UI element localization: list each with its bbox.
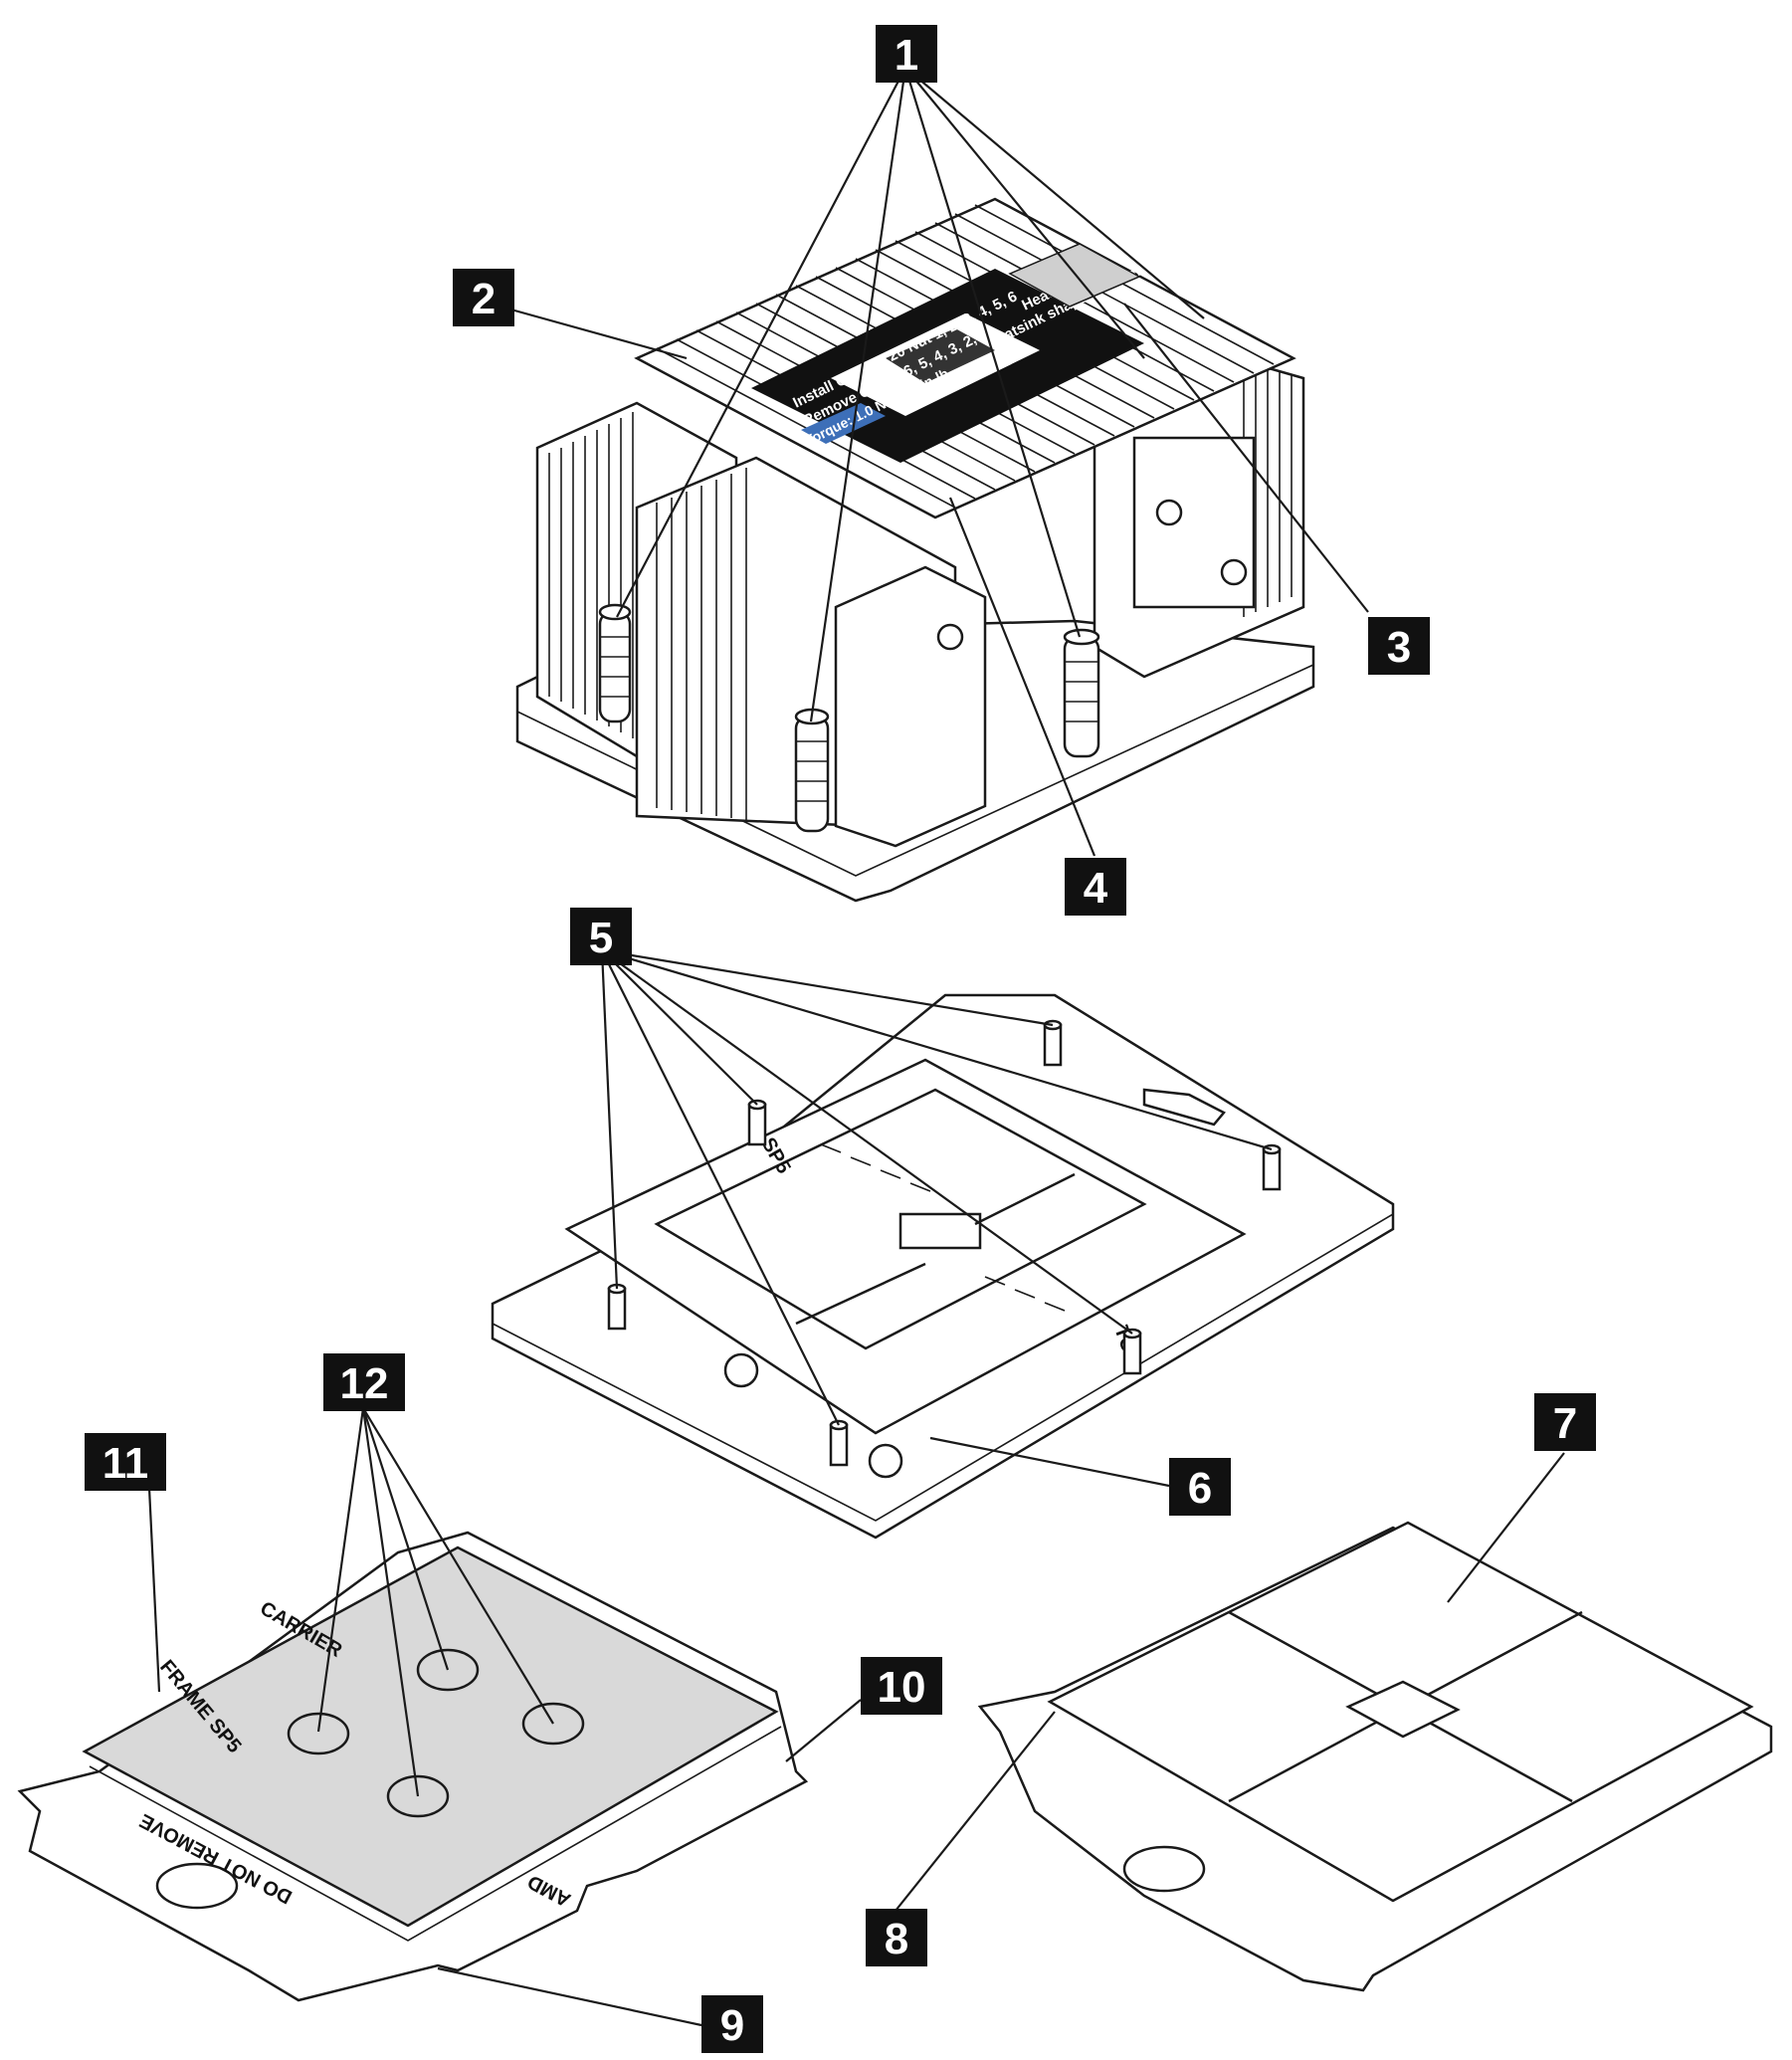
svg-text:9: 9 xyxy=(720,2001,744,2050)
stud-3 xyxy=(1262,1143,1282,1191)
processor-socket: SP5 TOP xyxy=(491,993,1395,1540)
svg-text:2: 2 xyxy=(472,275,496,323)
stud-5 xyxy=(1122,1328,1142,1375)
processor-lid xyxy=(82,1545,779,1928)
svg-text:8: 8 xyxy=(885,1915,908,1963)
svg-text:5: 5 xyxy=(589,914,613,962)
carrier-hole-right xyxy=(1122,1845,1206,1893)
leader-lines xyxy=(147,67,1565,2027)
thermal-spot-2 xyxy=(287,1712,350,1755)
callout-7: 7 xyxy=(1534,1393,1596,1451)
callout-6: 6 xyxy=(1169,1458,1231,1516)
callout-2: 2 xyxy=(453,269,514,326)
stud-2 xyxy=(1043,1019,1063,1067)
callout-9: 9 xyxy=(701,1995,763,2053)
carrier-processor-bottom-view xyxy=(977,1521,1773,1992)
screw-front-right xyxy=(1063,628,1100,758)
socket-anti-tilt-wire xyxy=(1142,1088,1226,1127)
callout-3: 3 xyxy=(1368,617,1430,675)
svg-text:12: 12 xyxy=(340,1359,389,1408)
svg-text:7: 7 xyxy=(1553,1399,1577,1448)
callout-4: 4 xyxy=(1065,858,1126,916)
svg-text:11: 11 xyxy=(102,1439,149,1488)
stud-4 xyxy=(607,1283,627,1331)
svg-text:4: 4 xyxy=(1084,864,1108,913)
heatsink-screws xyxy=(598,603,1100,833)
callout-8: 8 xyxy=(866,1909,927,1966)
callout-10: 10 xyxy=(861,1657,942,1715)
svg-text:3: 3 xyxy=(1387,623,1411,672)
screw-front-center xyxy=(794,708,830,833)
callout-11: 11 xyxy=(85,1433,166,1491)
callout-1: 1 xyxy=(876,25,937,83)
stud-6 xyxy=(829,1419,849,1467)
socket-center-pad xyxy=(898,1212,982,1250)
callout-5: 5 xyxy=(570,908,632,965)
heatsink-fin-stack-right xyxy=(1093,356,1305,679)
stud-1 xyxy=(747,1099,767,1146)
carrier-hole xyxy=(155,1862,239,1910)
callout-12: 12 xyxy=(323,1353,405,1411)
heatsink-assembly: Heatsink Heatsink shape may vary. Instal… xyxy=(515,197,1315,903)
svg-text:6: 6 xyxy=(1188,1464,1212,1513)
svg-text:1: 1 xyxy=(895,31,918,80)
processor-center-window xyxy=(1345,1680,1461,1739)
heatsink-fin-stack-center xyxy=(635,456,987,848)
svg-text:10: 10 xyxy=(878,1663,926,1712)
screw-front-left xyxy=(598,603,632,723)
